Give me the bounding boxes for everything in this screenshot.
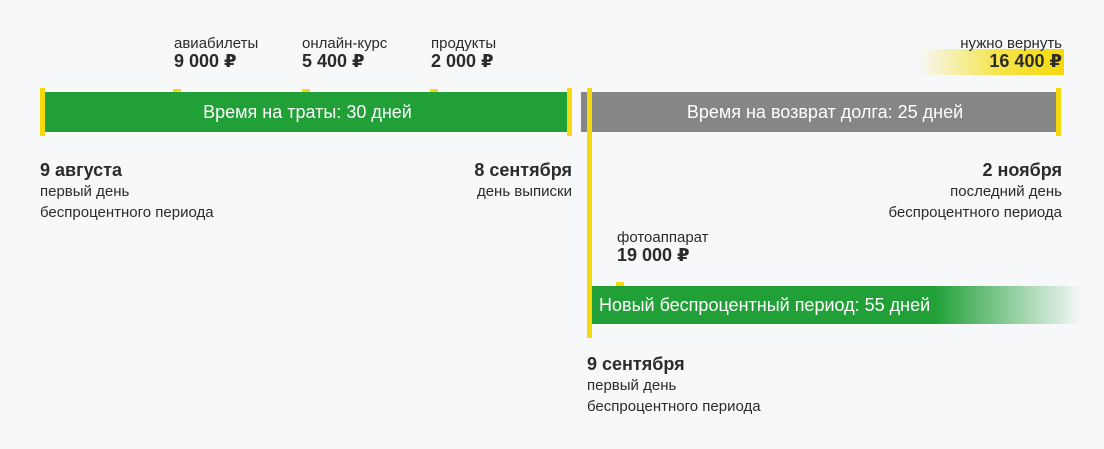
start-date: 9 августа (40, 160, 122, 180)
purchase-amount-tickets: 9 000 ₽ (174, 51, 237, 71)
new-period-marker (587, 88, 592, 338)
new-start-desc-line2: беспроцентного периода (587, 398, 761, 415)
purchase-amount-course: 5 400 ₽ (302, 51, 365, 71)
spending-period-label: Время на траты: 30 дней (203, 101, 412, 122)
purchase-name-groceries: продукты (431, 35, 497, 52)
statement-date: 8 сентября (474, 160, 572, 180)
end-desc-line1: последний день (950, 183, 1062, 200)
statement-marker (567, 88, 572, 136)
end-marker (1056, 88, 1061, 136)
end-desc-line2: беспроцентного периода (888, 204, 1062, 221)
new-start-date: 9 сентября (587, 354, 685, 374)
purchase-amount-groceries: 2 000 ₽ (431, 51, 494, 71)
start-desc-line1: первый день (40, 183, 130, 200)
repayment-period-bar: Время на возврат долга: 25 дней (581, 92, 1059, 132)
owe-label: нужно вернуть (960, 35, 1062, 52)
end-date: 2 ноября (982, 160, 1062, 180)
camera-name: фотоаппарат (617, 229, 709, 246)
purchase-name-tickets: авиабилеты (174, 35, 259, 52)
new-period-label: Новый беспроцентный период: 55 дней (599, 294, 931, 315)
owe-amount: 16 400 ₽ (989, 51, 1062, 71)
new-period-bar: Новый беспроцентный период: 55 дней (592, 286, 1082, 324)
statement-desc: день выписки (476, 183, 572, 200)
new-start-desc-line1: первый день (587, 377, 677, 394)
owe-highlight (918, 49, 1064, 75)
camera-amount: 19 000 ₽ (617, 245, 690, 265)
start-marker (40, 88, 45, 136)
purchase-name-course: онлайн-курс (302, 35, 388, 52)
repayment-period-label: Время на возврат долга: 25 дней (686, 101, 964, 122)
spending-period-bar: Время на траты: 30 дней (44, 92, 571, 132)
start-desc-line2: беспроцентного периода (40, 204, 214, 221)
